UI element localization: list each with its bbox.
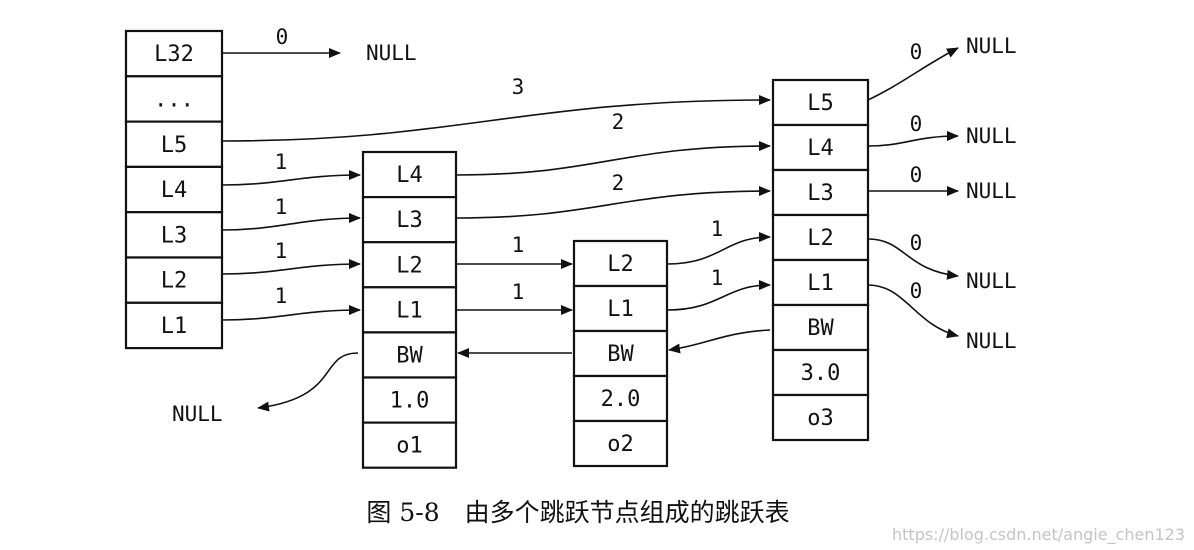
node2-cell-l1: L1 [607, 297, 634, 322]
node3-cell-30: 3.0 [801, 361, 841, 386]
header-cell-l2: L2 [161, 269, 188, 294]
node2-cell-o2: o2 [607, 432, 634, 457]
span-labels: 0 3 1 1 1 1 2 2 1 1 1 1 0 0 0 0 0 [275, 25, 923, 308]
node3-cell-o3: o3 [807, 406, 834, 431]
node3-cell-box-3-l2 [771, 213, 870, 262]
node3-cell-box-6-30 [771, 348, 870, 397]
span-label-node1-l3: 2 [612, 171, 625, 195]
node3-cell-l3: L3 [807, 181, 834, 206]
header-cell-l3: L3 [161, 223, 188, 248]
span-label-node1-l2: 1 [512, 233, 525, 257]
node3-cell-box-0-l5 [771, 78, 870, 127]
node3-cell-box-2-l3 [771, 168, 870, 217]
link-node3-bw-node2 [668, 329, 771, 354]
span-label-node3-l5: 0 [910, 40, 923, 64]
node1-cell-bw: BW [396, 343, 423, 368]
null-label-node1-bw: NULL [172, 402, 223, 426]
pointer-links [221, 47, 959, 412]
node3-cell-l4: L4 [807, 136, 834, 161]
link-node3-l5-null [867, 47, 959, 101]
header-cell-box-6-l1 [124, 301, 224, 350]
node1-cell-l4: L4 [396, 163, 423, 188]
null-labels: NULL NULL NULL NULL NULL NULL NULL [172, 34, 1017, 426]
link-node3-l1-null [867, 284, 959, 339]
null-label-node3-l3: NULL [966, 179, 1017, 203]
link-node3-l2-null [867, 238, 959, 280]
span-label-node2-l1: 1 [711, 266, 724, 290]
span-label-header-l4: 1 [275, 150, 288, 174]
node2-cell-l2: L2 [607, 252, 634, 277]
link-node2-l2-node3 [666, 232, 771, 265]
null-label-node3-l5: NULL [966, 34, 1017, 58]
span-label-node3-l3: 0 [910, 163, 923, 187]
node1-cell-l3: L3 [396, 208, 423, 233]
figure-caption: 图 5-8 由多个跳跃节点组成的跳跃表 [366, 498, 789, 527]
span-label-header-l32: 0 [276, 25, 289, 49]
header-cell-box-0-l32 [124, 29, 224, 78]
header-cell-l5: L5 [161, 133, 188, 158]
node3-cell-l1: L1 [807, 271, 834, 296]
node2-cell-box-1-l1 [572, 284, 669, 333]
link-header-l5-node3 [221, 95, 771, 142]
node3-cell-l5: L5 [807, 91, 834, 116]
span-label-header-l1: 1 [275, 284, 288, 308]
header-cell-ellipsis: ... [154, 87, 194, 112]
node2-cell-bw: BW [607, 342, 634, 367]
node3-cell-box-4-l1 [771, 258, 870, 307]
header-cell-box-5-l2 [124, 256, 224, 304]
null-label-node3-l2: NULL [966, 269, 1017, 293]
link-node1-bw-null [257, 352, 359, 412]
span-label-node1-l4: 2 [612, 110, 625, 134]
node2-cell-box-2-bw [572, 329, 669, 378]
span-label-node3-l2: 0 [910, 231, 923, 255]
node3-cell-bw: BW [807, 316, 834, 341]
header-cell-l4: L4 [161, 178, 188, 203]
link-node1-l3-node3 [455, 186, 771, 219]
node1-cell-o1: o1 [396, 434, 423, 459]
header-cell-box-3-l4 [124, 165, 224, 214]
node3-cell-box-7-o3 [771, 393, 870, 442]
link-header-l4-node1 [221, 170, 361, 186]
node3-cell-box-1-l4 [771, 123, 870, 172]
node1-cell-box-6-o1 [361, 421, 458, 469]
span-label-node1-l1: 1 [512, 280, 525, 304]
null-label-header-l32: NULL [366, 41, 417, 65]
span-label-node2-l2: 1 [711, 217, 724, 241]
link-node1-l4-node3 [455, 141, 771, 176]
span-label-node3-l4: 0 [910, 112, 923, 136]
node1-cell-10: 1.0 [390, 389, 430, 414]
node2-cell-box-3-20 [572, 374, 669, 423]
node1-cell-box-4-bw [361, 331, 458, 379]
link-node2-l1-node3 [666, 280, 771, 311]
node2-cell-box-4-o2 [572, 419, 669, 468]
link-node3-l4-null [867, 131, 959, 147]
null-label-node3-l4: NULL [966, 124, 1017, 148]
node1-cell-l1: L1 [396, 298, 423, 323]
span-label-node3-l1: 0 [910, 279, 923, 303]
header-cell-l32: L32 [154, 42, 194, 67]
node1-cell-box-0-l4 [361, 150, 458, 199]
link-header-l2-node1 [221, 259, 361, 275]
link-header-l3-node1 [221, 213, 361, 231]
span-label-header-l3: 1 [275, 195, 288, 219]
node3-cell-l2: L2 [807, 226, 834, 251]
watermark: https://blog.csdn.net/angie_chen123 [892, 525, 1185, 545]
link-header-l1-node1 [221, 305, 361, 321]
span-label-header-l5: 3 [512, 75, 525, 99]
null-label-node3-l1: NULL [966, 329, 1017, 353]
span-label-header-l2: 1 [275, 239, 288, 263]
node1-cell-l2: L2 [396, 253, 423, 278]
header-cell-l1: L1 [161, 314, 188, 339]
node1-cell-box-2-l2 [361, 241, 458, 289]
node2-cell-20: 2.0 [601, 387, 641, 412]
